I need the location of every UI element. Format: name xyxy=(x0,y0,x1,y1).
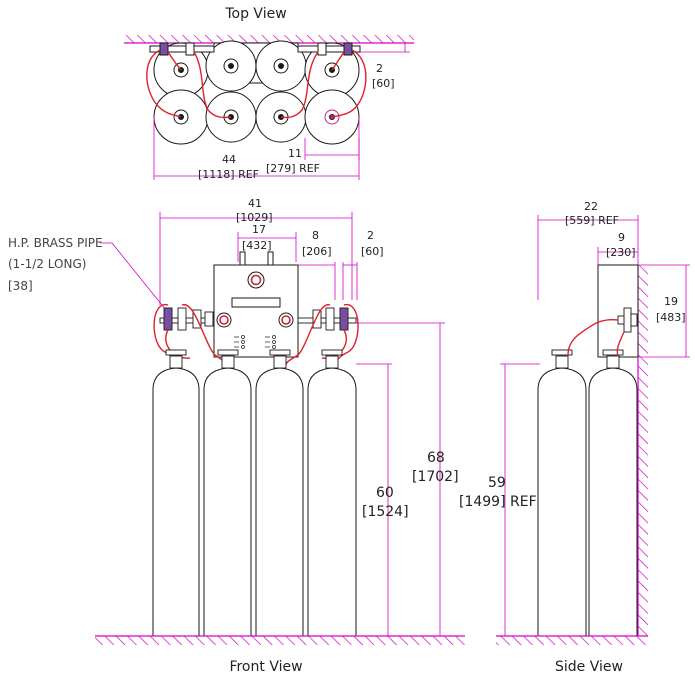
side-dim-height19-metric: [483] xyxy=(656,311,686,324)
side-dim-height19 xyxy=(638,264,690,358)
front-dim-overall-metric: [1029] xyxy=(236,211,273,224)
front-dim-overall xyxy=(159,212,353,305)
top-wall-hatch xyxy=(124,35,414,43)
top-view-title: Top View xyxy=(224,6,286,22)
side-dim-height59 xyxy=(500,363,540,636)
front-dim-panel-value: 17 xyxy=(252,223,266,236)
side-dim-depth xyxy=(537,215,639,300)
side-wall-hatch xyxy=(638,265,648,636)
front-view: 41 [1029] 17 [432] 8 [206] 2 [60] H.P. B… xyxy=(8,197,465,675)
side-dim-depth9-metric: [230] xyxy=(606,246,636,259)
front-gauge-left-inner xyxy=(219,315,229,325)
side-dim-depth9-value: 9 xyxy=(618,231,625,244)
front-dim-overall-value: 41 xyxy=(248,197,262,210)
top-manifold-pipe xyxy=(149,42,361,56)
front-dim-height60-value: 60 xyxy=(376,485,394,501)
front-cylinder-2 xyxy=(203,367,252,637)
front-note-line1: H.P. BRASS PIPE xyxy=(8,236,103,250)
side-dim-depth22-metric: [559] REF xyxy=(565,214,619,227)
front-dim-heights xyxy=(356,322,445,636)
front-dim-height68-metric: [1702] xyxy=(412,469,459,485)
top-dim-width-metric: [1118] REF xyxy=(198,168,259,181)
front-note-line3: [38] xyxy=(8,279,33,293)
front-cylinder-1 xyxy=(152,367,200,637)
top-dim-depth xyxy=(360,43,410,53)
front-dim-panel-metric: [432] xyxy=(242,239,272,252)
top-dim-width-value: 44 xyxy=(222,153,236,166)
front-note-line2: (1-1/2 LONG) xyxy=(8,257,86,271)
front-dim-offset2-metric: [60] xyxy=(361,245,384,258)
front-dim-height68-value: 68 xyxy=(427,450,445,466)
top-dim-depth-value: 2 xyxy=(376,62,383,75)
side-dim-height59-value: 59 xyxy=(488,475,506,491)
side-cylinder-1 xyxy=(537,367,587,637)
side-dim-height59-metric: [1499] REF xyxy=(459,494,537,510)
top-view: Top View xyxy=(124,6,414,181)
side-dim-depth22-value: 22 xyxy=(584,200,598,213)
front-dim-offsets xyxy=(296,262,358,300)
top-dim-cyl-value: 11 xyxy=(288,147,302,160)
side-view: 22 [559] REF 9 [230] 19 [483] 59 [1499] … xyxy=(459,200,690,675)
front-panel-indicators xyxy=(234,335,276,349)
top-dim-cyl-metric: [279] REF xyxy=(266,162,320,175)
front-panel-stem-left xyxy=(239,251,246,266)
front-gauge-top-inner xyxy=(250,274,262,286)
front-cylinder-4 xyxy=(307,367,357,637)
top-dim-depth-metric: [60] xyxy=(372,77,395,90)
front-floor-hatch xyxy=(95,636,465,645)
front-dim-height60-metric: [1524] xyxy=(362,504,409,520)
front-view-title: Front View xyxy=(229,659,302,675)
front-dim-offset8-value: 8 xyxy=(312,229,319,242)
side-cylinder-2 xyxy=(588,367,638,637)
front-panel-stem-right xyxy=(267,251,274,266)
side-view-title: Side View xyxy=(555,659,623,675)
side-panel xyxy=(597,264,639,358)
front-dim-offset2-value: 2 xyxy=(367,229,374,242)
front-note-leader xyxy=(100,242,171,316)
top-hoses xyxy=(146,49,367,119)
top-dim-width xyxy=(153,117,360,180)
front-dim-offset8-metric: [206] xyxy=(302,245,332,258)
front-cylinder-3 xyxy=(255,367,304,637)
side-hoses xyxy=(567,318,625,357)
front-cylinders xyxy=(152,349,357,637)
side-floor-hatch xyxy=(496,636,648,645)
side-dim-height19-value: 19 xyxy=(664,295,678,308)
front-panel-display xyxy=(231,297,281,308)
front-gauge-right-inner xyxy=(281,315,291,325)
